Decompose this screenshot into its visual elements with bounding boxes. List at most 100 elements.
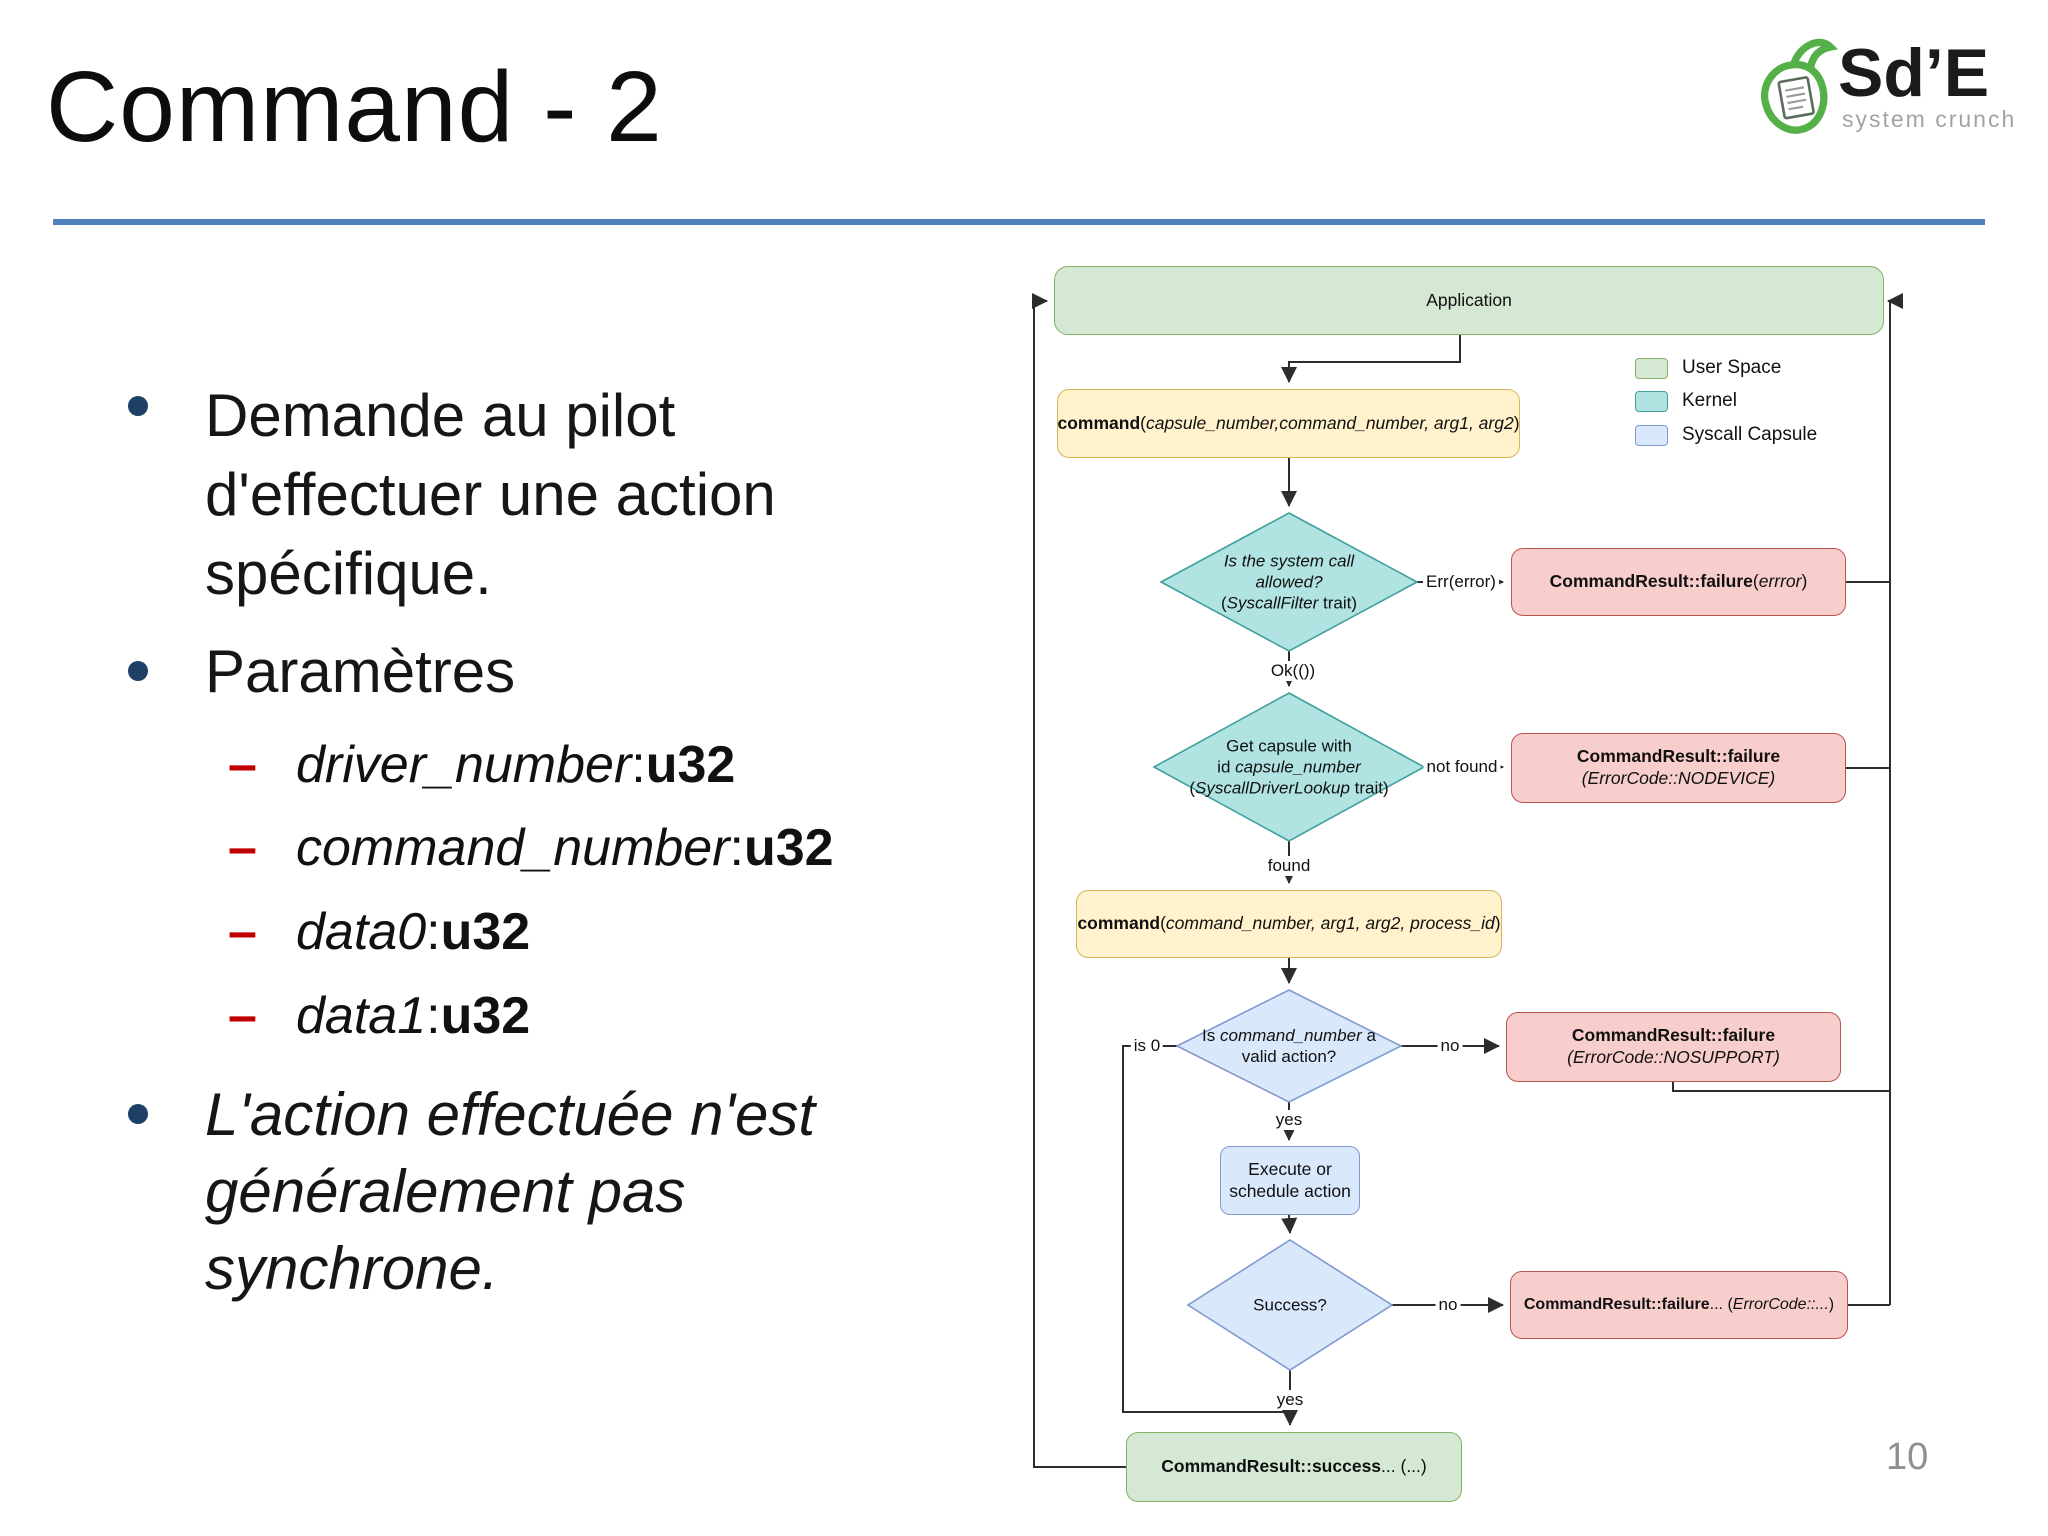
param-row: – data1 : u32: [228, 985, 530, 1047]
node-application: Application: [1054, 266, 1884, 335]
decision-valid-action-label: Is command_number a valid action?: [1202, 1025, 1376, 1067]
node-failure-nodevice: CommandResult::failure (ErrorCode::NODEV…: [1511, 733, 1846, 803]
decision-line: Is the system call: [1223, 551, 1355, 571]
edge-success-return-to-app: [1032, 293, 1126, 1468]
sub-bullet-dash: –: [228, 819, 257, 877]
node-label: (: [1160, 913, 1166, 934]
bullet3-line: généralement pas: [205, 1158, 686, 1225]
page-title: Command - 2: [46, 51, 663, 163]
node-label: (ErrorCode::NODEVICE): [1581, 768, 1776, 788]
legend-item-syscall-capsule: Syscall Capsule: [1635, 424, 1817, 446]
decision-line-part: trait): [1318, 593, 1358, 613]
decision-line-part: trait): [1349, 778, 1389, 798]
node-label: capsule_number,command_number, arg1, arg…: [1145, 412, 1514, 433]
bullet3-text: L'action effectuée n'est généralement pa…: [205, 1076, 815, 1307]
legend-label: Syscall Capsule: [1682, 424, 1818, 445]
param-sep: :: [426, 987, 441, 1045]
legend-swatch-syscall-capsule: [1635, 424, 1668, 446]
bullet3-line: synchrone.: [205, 1235, 499, 1302]
node-label: ): [1828, 1296, 1835, 1313]
edge-label-not-found: not found: [1423, 757, 1501, 777]
decision-line: Get capsule with: [1226, 736, 1352, 756]
legend-item-kernel: Kernel: [1635, 390, 1737, 412]
edge-label-found: found: [1264, 856, 1314, 876]
node-label: schedule action: [1229, 1180, 1351, 1201]
sub-bullet-dash: –: [228, 987, 257, 1045]
decision-line: valid action?: [1241, 1047, 1337, 1066]
decision-success-label: Success?: [1253, 1295, 1327, 1315]
page-number: 10: [1886, 1436, 1929, 1478]
bullet1-text: Demande au pilot d'effectuer une action …: [205, 376, 776, 613]
legend-swatch-kernel: [1635, 390, 1668, 412]
node-failure-generic: CommandResult::failure... (ErrorCode::..…: [1510, 1271, 1848, 1339]
decision-line: id capsule_number: [1189, 757, 1388, 778]
node-label: (ErrorCode::NOSUPPORT): [1567, 1047, 1780, 1067]
decision-line-part: (: [1189, 778, 1195, 798]
node-label: ErrorCode::...: [1732, 1296, 1829, 1313]
sub-bullet-dash: –: [228, 903, 257, 961]
param-sep: :: [729, 819, 744, 877]
node-execute-action: Execute or schedule action: [1220, 1146, 1360, 1215]
node-label: CommandResult::failure: [1549, 571, 1753, 592]
decision-line-part: Is: [1202, 1026, 1221, 1045]
node-label: Execute or: [1248, 1158, 1332, 1179]
param-name: command_number: [296, 819, 730, 877]
decision-line-part: capsule_number: [1235, 757, 1361, 777]
node-label: ): [1801, 571, 1808, 592]
param-type: u32: [645, 736, 736, 794]
node-label: ): [1494, 913, 1501, 934]
logo-tagline: system crunch: [1842, 106, 2017, 132]
bullet2-text: Paramètres: [205, 638, 516, 705]
node-failure-error: CommandResult::failure(errror): [1511, 548, 1846, 616]
param-type: u32: [440, 987, 531, 1045]
decision-line: (SyscallFilter trait): [1221, 593, 1357, 614]
node-label: CommandResult::failure: [1523, 1296, 1710, 1313]
param-name: data0: [296, 903, 427, 961]
param-row: – data0 : u32: [228, 901, 530, 963]
legend-item-user-space: User Space: [1635, 357, 1781, 379]
node-success: CommandResult::success... (...): [1126, 1432, 1462, 1502]
legend-label: Kernel: [1682, 390, 1737, 411]
node-command-capsule: command (command_number, arg1, arg2, pro…: [1076, 890, 1502, 958]
node-label: (: [1752, 571, 1759, 592]
param-type: u32: [440, 903, 531, 961]
edge-exec-to-d4: [1281, 1214, 1298, 1234]
decision-line: Is command_number a: [1202, 1025, 1376, 1046]
decision-line-part: command_number: [1220, 1026, 1362, 1045]
param-row: – command_number : u32: [228, 817, 834, 879]
bullet-dot: [128, 1104, 148, 1124]
edge-right-return-to-app: [1887, 293, 1903, 1305]
bullet3-line: L'action effectuée n'est: [205, 1081, 815, 1148]
param-name: data1: [296, 987, 427, 1045]
param-name: driver_number: [296, 736, 632, 794]
param-type: u32: [744, 819, 834, 877]
decision-line-part: id: [1217, 757, 1236, 777]
node-label: CommandResult::failure: [1571, 1025, 1776, 1046]
bullet-dot: [128, 396, 148, 416]
decision-line-part: (: [1220, 593, 1227, 613]
bullet1-line: Demande au pilot: [205, 382, 676, 449]
bullet-dot: [128, 661, 148, 681]
logo: [1752, 26, 2048, 161]
node-label: ... (: [1709, 1296, 1733, 1313]
node-label: command_number, arg1, arg2, process_id: [1165, 913, 1495, 934]
node-application-label: Application: [1426, 289, 1512, 310]
param-sep: :: [631, 736, 646, 794]
bullet1-line: d'effectuer une action: [205, 461, 776, 528]
decision-line-part: SyscallDriverLookup: [1194, 778, 1350, 798]
edge-label-ok: Ok(()): [1267, 661, 1319, 681]
node-label: ): [1513, 412, 1520, 433]
edge-label-yes: yes: [1272, 1110, 1306, 1130]
edge-label-err: Err(error): [1423, 572, 1499, 592]
decision-get-capsule-label: Get capsule with id capsule_number (Sysc…: [1189, 736, 1388, 799]
node-label: command: [1077, 913, 1161, 934]
decision-line-part: SyscallFilter: [1226, 593, 1319, 613]
edge-label-no: no: [1435, 1295, 1461, 1315]
param-row: – driver_number : u32: [228, 734, 735, 796]
edge-d3-is0: [1122, 1045, 1290, 1413]
node-label: CommandResult::failure: [1576, 746, 1781, 767]
legend-swatch-user-space: [1635, 357, 1668, 379]
bullet1-line: spécifique.: [205, 540, 492, 607]
edge-red3-return: [1672, 1082, 1890, 1092]
